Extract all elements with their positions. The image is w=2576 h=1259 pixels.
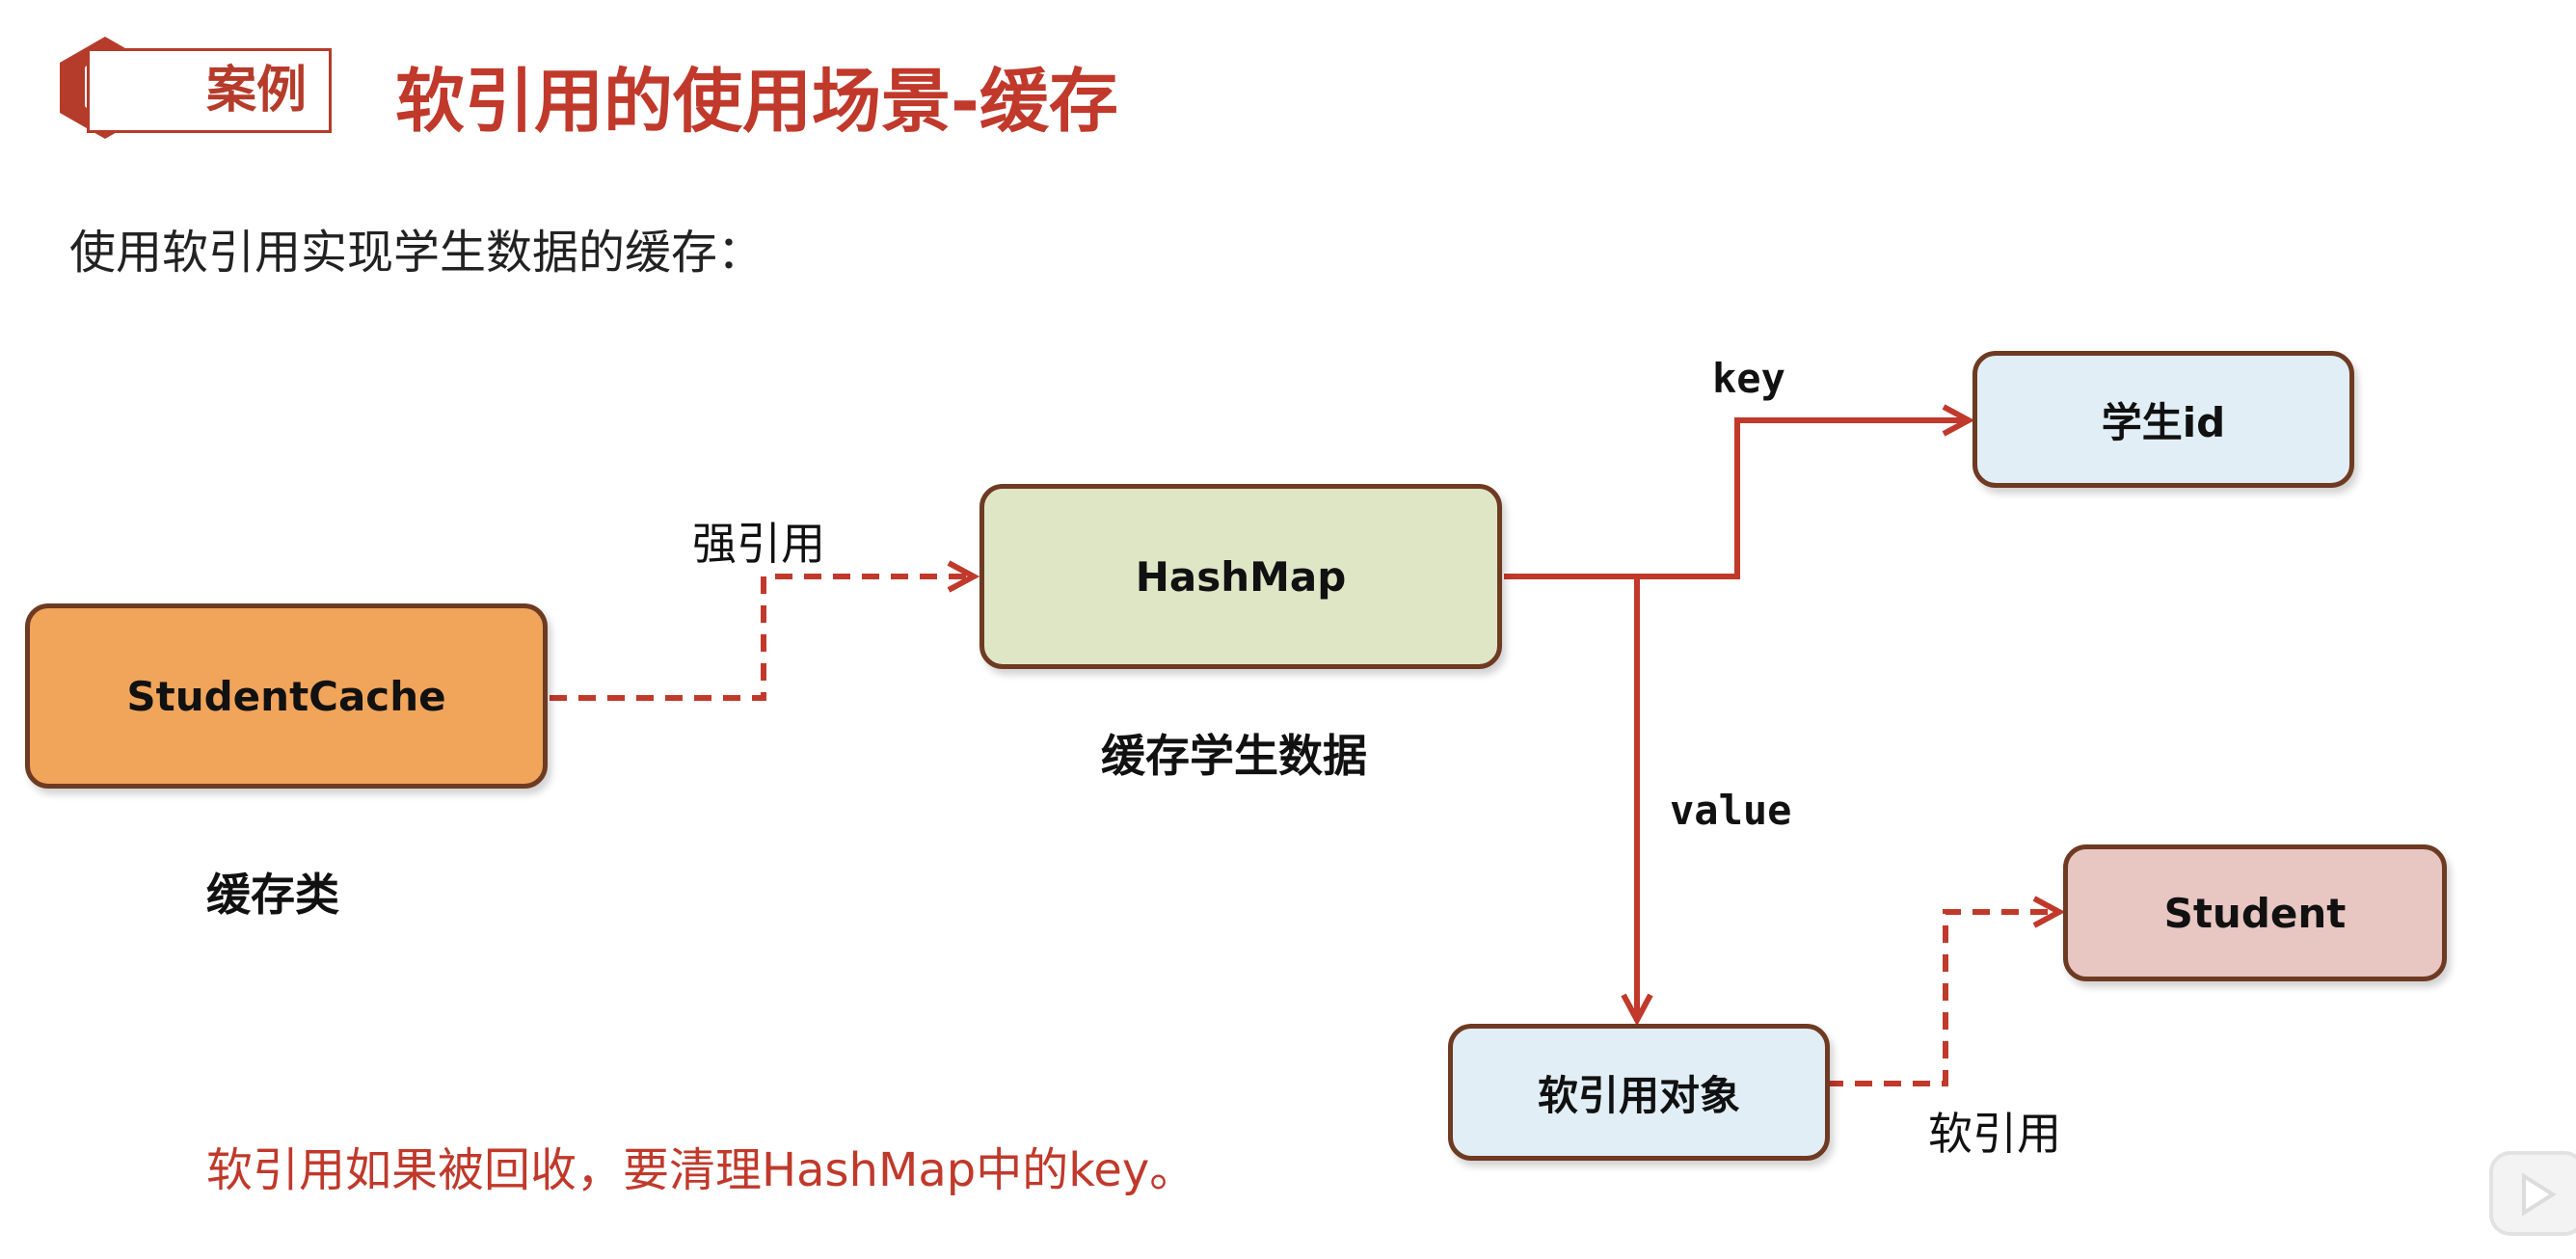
key-label: key [1712, 355, 1785, 402]
key-arrow [1504, 420, 1969, 579]
node-student-id: 学生id [1972, 351, 2354, 488]
strong-reference-label: 强引用 [692, 518, 825, 570]
node-soft-ref-object-label: 软引用对象 [1537, 1071, 1740, 1119]
node-hashmap: HashMap [979, 484, 1502, 669]
node-soft-ref-object: 软引用对象 [1448, 1024, 1830, 1161]
soft-reference-label: 软引用 [1928, 1108, 2061, 1160]
badge-frame: 案例 [87, 48, 332, 133]
cleanup-note: 软引用如果被回收，要清理HashMap中的key。 [206, 1143, 1196, 1197]
node-student-label: Student [2163, 889, 2347, 937]
badge-label: 案例 [205, 62, 307, 120]
node-student-cache: StudentCache [25, 603, 548, 789]
student-cache-caption: 缓存类 [206, 869, 339, 921]
node-student: Student [2063, 844, 2447, 981]
case-badge: 案例 [52, 35, 332, 141]
soft-reference-arrow [1826, 912, 2059, 1086]
play-icon [2489, 1151, 2576, 1236]
intro-text: 使用软引用实现学生数据的缓存： [69, 226, 765, 280]
node-hashmap-label: HashMap [1135, 552, 1347, 601]
value-label: value [1670, 787, 1792, 834]
node-student-cache-label: StudentCache [126, 672, 446, 720]
page-title: 软引用的使用场景-缓存 [395, 61, 1118, 142]
strong-reference-arrow [550, 576, 974, 701]
hashmap-caption: 缓存学生数据 [1101, 730, 1367, 782]
node-student-id-label: 学生id [2101, 398, 2226, 446]
